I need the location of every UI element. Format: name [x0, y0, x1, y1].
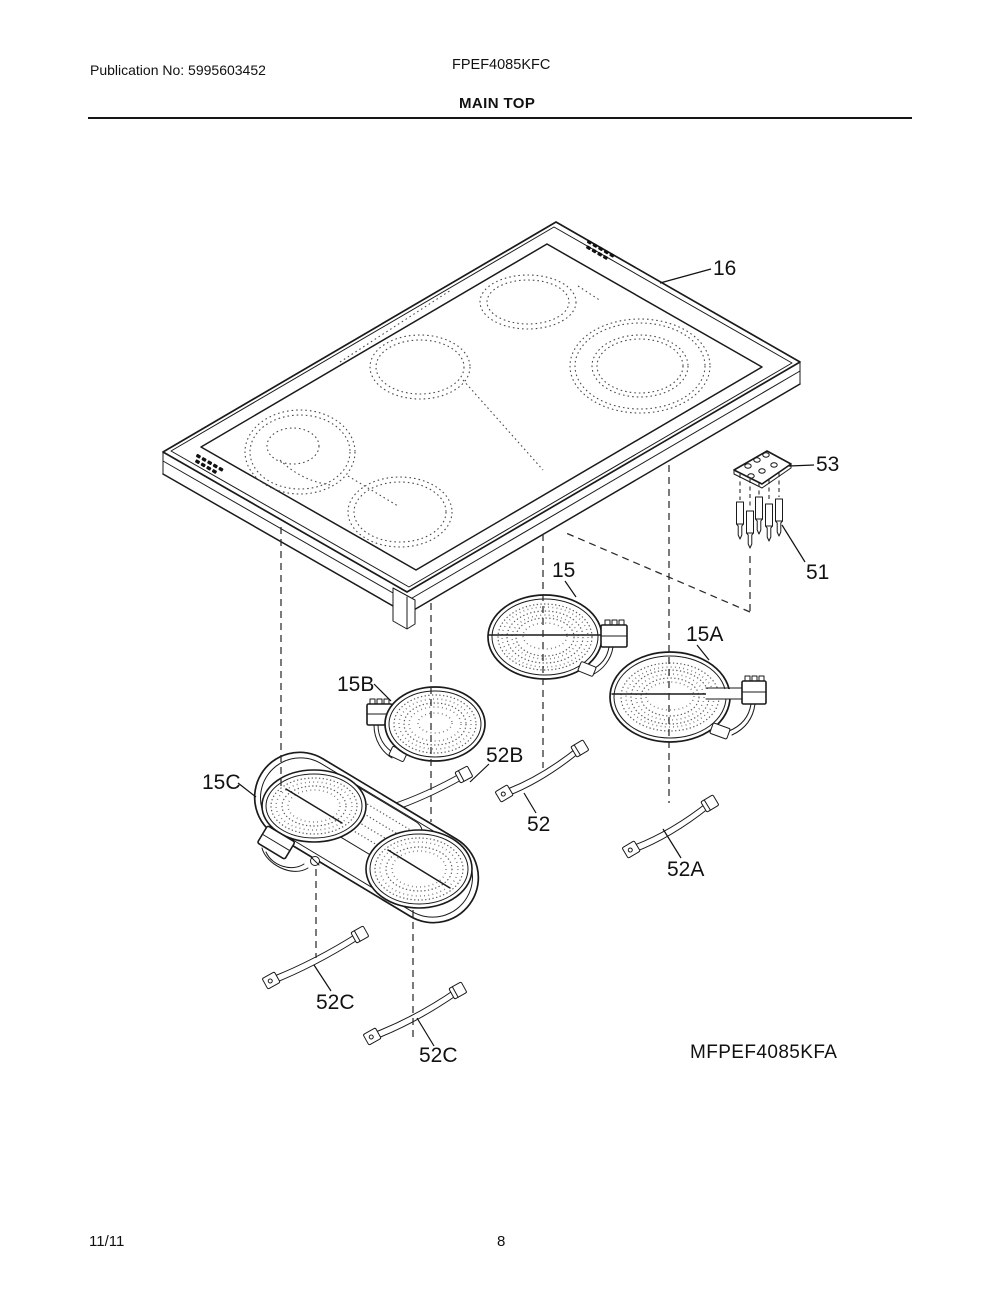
leader-15C — [237, 782, 257, 798]
element-15B — [366, 686, 486, 762]
callout-52B: 52B — [486, 744, 523, 767]
vent-grille-left — [195, 453, 224, 474]
model-number: FPEF4085KFC — [452, 57, 551, 73]
callout-15: 15 — [552, 559, 575, 582]
element-wire — [593, 646, 614, 675]
terminal-pins-51 — [736, 473, 783, 549]
glass-inner-border — [200, 243, 763, 571]
callout-16: 16 — [713, 257, 736, 280]
burner-right — [365, 829, 473, 909]
callout-53: 53 — [816, 453, 839, 476]
callout-leaders — [237, 268, 815, 1047]
printed-burner-rings — [244, 274, 711, 548]
element-15C — [253, 751, 480, 924]
maintop-glass-part-16 — [162, 221, 801, 630]
callout-52C-right: 52C — [419, 1044, 458, 1067]
glass-bevel — [170, 226, 793, 588]
callout-51: 51 — [806, 561, 829, 584]
element-15A — [609, 651, 767, 743]
leader-51 — [781, 524, 806, 563]
callout-labels: 16 53 51 15 15A 15B 15C 52B 52 52A 52C 5… — [202, 257, 839, 1067]
leader-52C-left — [313, 964, 332, 992]
element-wire — [373, 724, 393, 759]
bracket-52B — [389, 765, 473, 813]
vent-grille-right — [586, 239, 615, 260]
leader-52C-right — [416, 1017, 435, 1047]
junction-plate-53 — [733, 450, 792, 489]
terminal-neck — [705, 687, 743, 700]
footer-page-number: 8 — [497, 1233, 506, 1250]
element-wire — [261, 847, 309, 872]
bracket-52C-left — [262, 925, 369, 990]
leader-52B — [469, 763, 490, 783]
callout-15C: 15C — [202, 771, 241, 794]
leader-16 — [659, 268, 712, 284]
leader-52 — [523, 792, 537, 814]
page-title: MAIN TOP — [459, 95, 536, 112]
bracket-52 — [495, 739, 589, 803]
callout-15A: 15A — [686, 623, 723, 646]
leader-15B — [373, 683, 392, 702]
burner-left — [261, 769, 367, 843]
callout-52A: 52A — [667, 858, 704, 881]
bracket-52C-right — [363, 981, 467, 1046]
callout-52C-left: 52C — [316, 991, 355, 1014]
element-wire — [731, 703, 756, 736]
element-wire — [728, 703, 752, 732]
callout-52: 52 — [527, 813, 550, 836]
assembly-dashed-lines — [280, 465, 751, 1037]
mounting-foot — [392, 587, 416, 630]
callout-15B: 15B — [337, 673, 374, 696]
element-wire — [265, 851, 305, 868]
diagram-model-code: MFPEF4085KFA — [690, 1042, 838, 1063]
wire-connector — [709, 722, 731, 740]
leader-52A — [662, 828, 682, 859]
publication-number: Publication No: 5995603452 — [90, 62, 266, 78]
leader-15A — [696, 644, 710, 661]
leader-53 — [788, 464, 815, 467]
element-15 — [487, 594, 628, 680]
bracket-52A — [622, 794, 719, 859]
wire-connector — [577, 661, 597, 677]
header-rule — [88, 117, 912, 119]
footer-date: 11/11 — [89, 1233, 125, 1250]
glass-outline — [162, 221, 801, 593]
leader-15 — [564, 580, 577, 598]
